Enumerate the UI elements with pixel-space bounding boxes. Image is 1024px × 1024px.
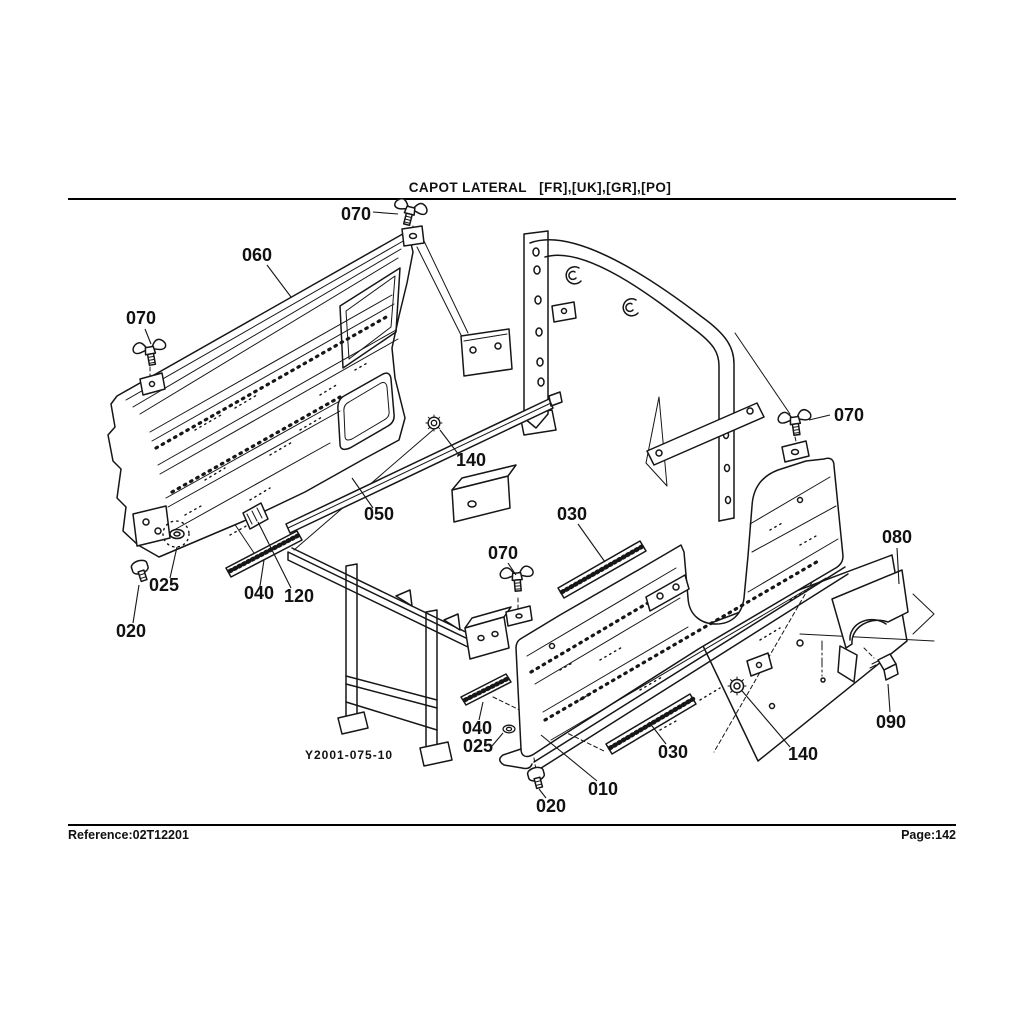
part-040-seal-strip-upper	[225, 530, 303, 578]
callout-leader-070	[144, 328, 152, 345]
callout-leader-020	[538, 788, 547, 799]
callout-leader-090	[887, 683, 891, 713]
callout-060: 060	[242, 245, 272, 265]
callout-leader-070	[808, 414, 831, 421]
callout-040: 040	[462, 718, 492, 738]
callout-020: 020	[536, 796, 566, 816]
part-025-grommet-left	[169, 528, 185, 540]
page-footer: Reference:02T12201 Page:142	[68, 824, 956, 842]
callout-leader-025	[169, 546, 178, 579]
part-070-wing-bolt-right	[776, 408, 815, 438]
part-070-mount-tab	[781, 440, 810, 463]
callout-140: 140	[788, 744, 818, 764]
part-070-wing-bolt-top	[389, 196, 430, 230]
part-040-seal-strip-lower	[460, 673, 512, 706]
callout-070: 070	[834, 405, 864, 425]
callout-070: 070	[488, 543, 518, 563]
page-header: CAPOT LATERAL [FR],[UK],[GR],[PO]	[68, 179, 956, 200]
callout-030: 030	[658, 742, 688, 762]
callout-leader-025	[491, 732, 504, 747]
callout-leader-060	[266, 264, 292, 298]
drawing-number: Y2001-075-10	[305, 748, 393, 762]
part-070-wing-bolt-mid	[498, 564, 536, 594]
callout-120: 120	[284, 586, 314, 606]
panel-speckle-texture	[559, 521, 817, 731]
callout-025: 025	[149, 575, 179, 595]
part-020-bolt-lower	[525, 765, 549, 791]
callout-070: 070	[126, 308, 156, 328]
callout-leader-070	[372, 211, 399, 215]
callout-leader-120	[257, 521, 292, 589]
part-090-bolt	[863, 647, 899, 681]
callout-leader-010	[540, 734, 598, 782]
part-120-bracket	[242, 502, 269, 530]
panel-speckle-texture	[184, 361, 370, 536]
part-060-left-panel	[107, 225, 425, 558]
callout-010: 010	[588, 779, 618, 799]
part-140-nut-upper	[425, 414, 443, 432]
callout-leader-040	[259, 559, 265, 587]
part-bracket-box-mid	[451, 464, 517, 523]
callout-leader-140	[439, 429, 460, 456]
callout-070: 070	[341, 204, 371, 224]
part-080-arch-bracket	[799, 569, 935, 683]
callout-leader-070	[507, 562, 517, 576]
callout-leader-140	[742, 691, 791, 748]
part-frame-arch	[460, 230, 765, 522]
callout-leader-080	[896, 547, 900, 585]
callout-020: 020	[116, 621, 146, 641]
part-support-stand	[287, 547, 533, 767]
callout-leader-030	[648, 721, 667, 745]
callout-leader-020	[132, 584, 140, 624]
reference-label: Reference:02T12201	[68, 828, 189, 842]
callout-025: 025	[463, 736, 493, 756]
callout-030: 030	[557, 504, 587, 524]
page-title: CAPOT LATERAL [FR],[UK],[GR],[PO]	[408, 180, 672, 195]
mount-hole	[790, 448, 800, 456]
callout-040: 040	[244, 583, 274, 603]
callout-090: 090	[876, 712, 906, 732]
callout-leader-050	[351, 477, 374, 509]
callout-050: 050	[364, 504, 394, 524]
part-030-seal-strip-upper	[557, 540, 647, 599]
part-050-rail	[285, 391, 563, 534]
callout-140: 140	[456, 450, 486, 470]
part-025-grommet-lower	[502, 724, 516, 734]
page-number: Page:142	[901, 828, 956, 842]
callout-080: 080	[882, 527, 912, 547]
dotted-burst	[162, 520, 190, 548]
callout-leader-030	[577, 523, 606, 563]
callout-leader-040	[478, 701, 484, 721]
part-010-right-panel	[499, 457, 849, 771]
